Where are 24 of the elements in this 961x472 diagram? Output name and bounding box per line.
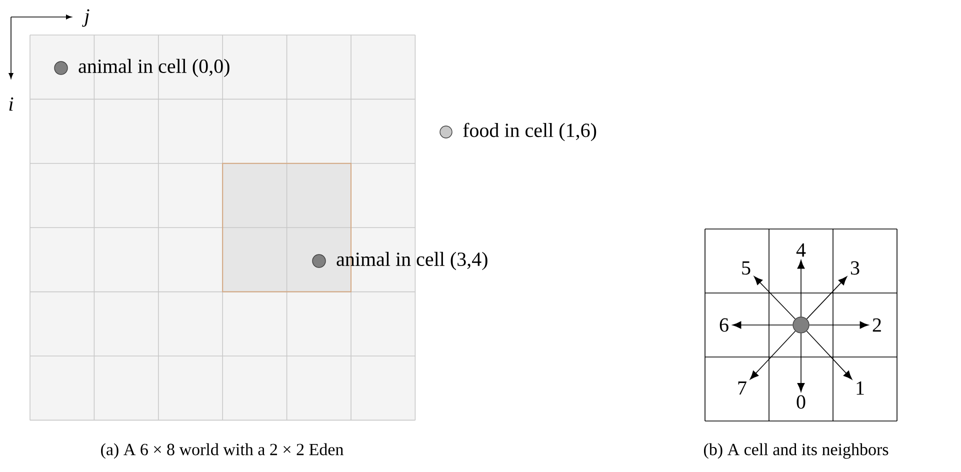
marker-label: animal in cell (3,4) [336,252,488,270]
arrow [806,276,848,320]
caption: (b) A cell and its neighbors [704,443,888,459]
arrow [750,330,796,380]
neighbor-number: 2 [872,318,881,332]
neighbor-number: 6 [720,318,728,332]
arrow [797,260,805,318]
center-dot [792,316,810,334]
neighbor-number: 5 [742,261,750,275]
axis-label: j [82,9,90,27]
marker-label: animal in cell (0,0) [78,58,230,78]
neighbor-number: 7 [738,381,746,395]
arrow [806,330,852,380]
neighbor-number: 4 [796,243,806,257]
neighbor-number: 3 [850,261,860,275]
arrow [808,321,869,329]
neighbor-number: 0 [796,395,806,409]
marker-label: food in cell (1,6) [463,122,596,142]
neighbor-number: 1 [856,381,864,395]
arrow [754,276,796,320]
arrow [797,332,805,392]
caption: (a) A 6 × 8 world with a 2 × 2 Eden [101,443,344,459]
arrow [732,321,794,329]
axis-label: i [9,97,14,111]
